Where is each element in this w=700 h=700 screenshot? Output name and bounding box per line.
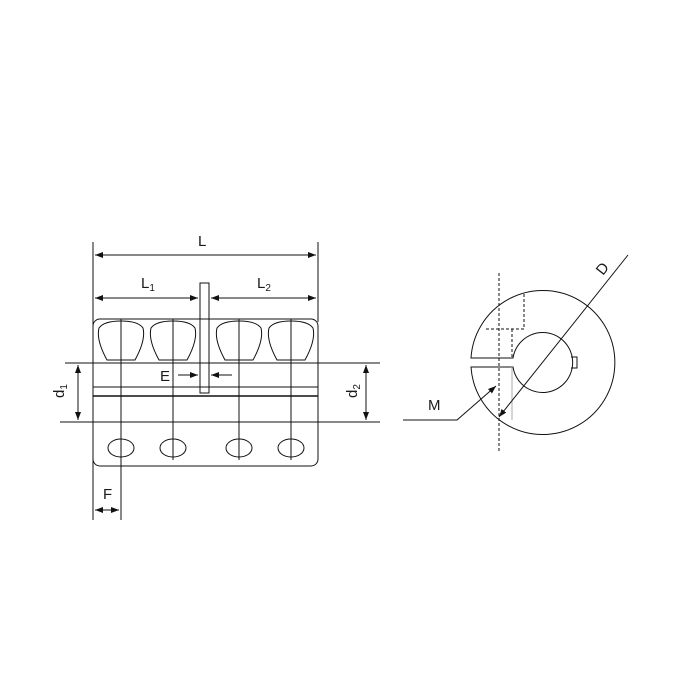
label-d1: d1 bbox=[51, 384, 70, 398]
label-F: F bbox=[103, 486, 112, 503]
end-view: M D bbox=[403, 254, 629, 452]
keyway bbox=[571, 356, 578, 369]
leader-M bbox=[403, 385, 497, 421]
slot bbox=[199, 282, 210, 394]
label-L: L bbox=[198, 233, 206, 250]
screw-holes bbox=[107, 438, 305, 458]
label-L1: L1 bbox=[141, 275, 155, 294]
dim-D bbox=[498, 254, 629, 418]
label-L2: L2 bbox=[257, 275, 271, 294]
hidden-screw-bore bbox=[486, 293, 525, 330]
label-M: M bbox=[428, 397, 441, 414]
label-D: D bbox=[593, 259, 613, 278]
centerlines bbox=[120, 319, 292, 520]
label-d2: d2 bbox=[344, 384, 363, 398]
pockets bbox=[97, 320, 315, 361]
label-E: E bbox=[160, 368, 170, 385]
side-view: L L1 L2 E d1 d2 F bbox=[51, 233, 380, 520]
collar-outline bbox=[470, 290, 616, 435]
